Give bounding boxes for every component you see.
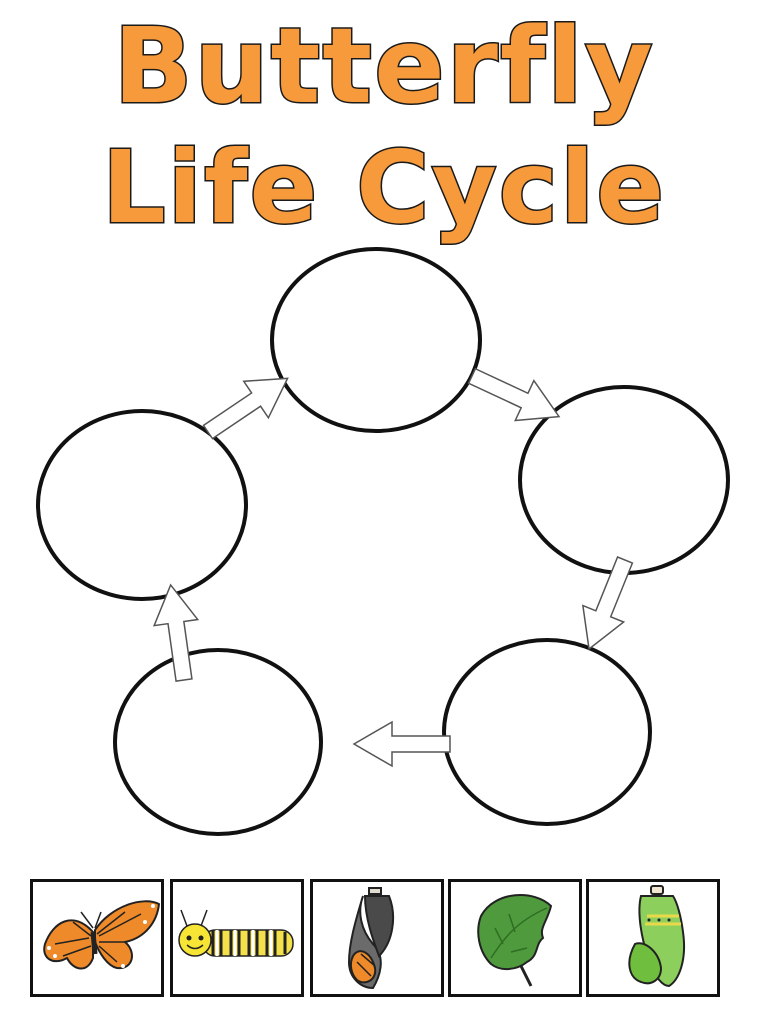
card-butterfly[interactable]: [30, 879, 164, 997]
title-line-2: Life Cycle: [100, 128, 667, 248]
stage-circle-bottom-left[interactable]: [113, 648, 323, 836]
arrow-bottom-right-to-bottom-left: [353, 721, 451, 767]
title-line-1: Butterfly: [112, 4, 655, 129]
card-leaf-with-egg[interactable]: [448, 879, 582, 997]
cutout-cards-row: [30, 879, 724, 1003]
card-chrysalis[interactable]: [586, 879, 720, 997]
card-hatching-chrysalis[interactable]: [310, 879, 444, 997]
hatching-chrysalis-icon: [347, 887, 395, 990]
life-cycle-diagram: [36, 247, 730, 836]
caterpillar-icon: [178, 909, 294, 957]
leaf-with-egg-icon: [477, 894, 553, 987]
chrysalis-icon: [628, 885, 685, 988]
card-caterpillar[interactable]: [170, 879, 304, 997]
butterfly-icon: [43, 900, 160, 970]
stage-circle-top[interactable]: [270, 247, 482, 433]
stage-circle-left[interactable]: [36, 409, 248, 601]
stage-circle-bottom-right[interactable]: [442, 638, 652, 826]
